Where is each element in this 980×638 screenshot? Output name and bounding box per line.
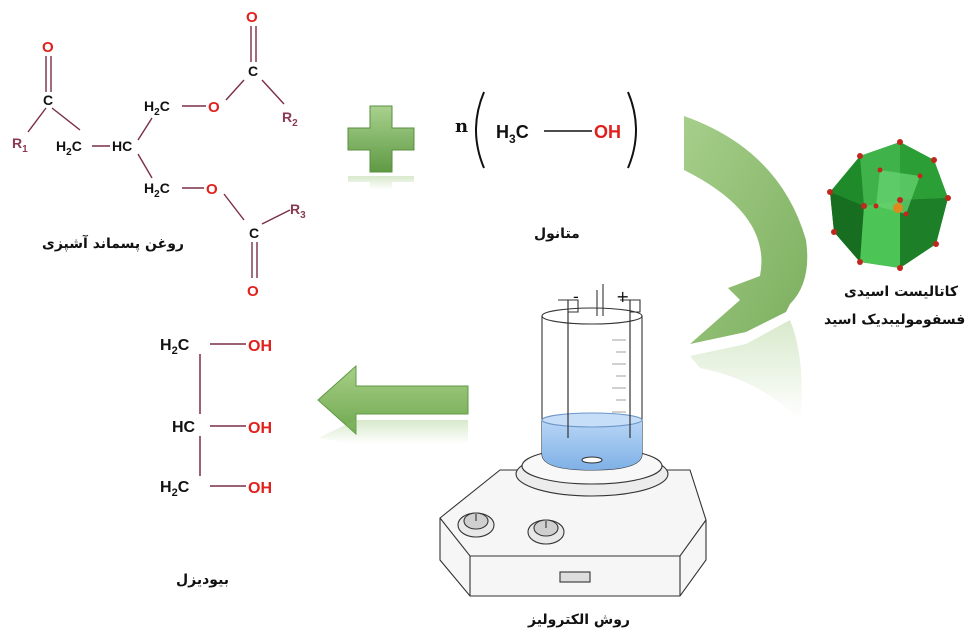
svg-text:OH: OH [248, 480, 272, 497]
hc-center: HC [112, 138, 132, 154]
o-carbonyl-left: O [42, 39, 54, 56]
left-arrow-icon [317, 364, 469, 444]
svg-text:OH: OH [248, 338, 272, 355]
h2c-left: H2C [56, 138, 82, 158]
triglyceride-structure [27, 26, 291, 278]
svg-text:H2C: H2C [160, 337, 190, 357]
c-carbonyl-left: C [43, 92, 53, 108]
biodiesel-label: بیودیزل [176, 572, 230, 588]
svg-text:H2C: H2C [160, 479, 190, 499]
o-carbonyl-bottom: O [247, 283, 259, 300]
methanol-formula: n H3C OH [455, 91, 637, 169]
methanol-label: متانول [534, 226, 580, 242]
electrolysis-label: روش الکترولیز [528, 612, 630, 628]
hotplate-beaker-icon [439, 284, 707, 597]
electrode-negative: - [573, 287, 579, 306]
svg-text:n: n [455, 116, 468, 137]
svg-text:OH: OH [594, 122, 621, 142]
o-ester-top: O [208, 99, 220, 116]
c-ester-bottom: C [249, 225, 259, 241]
svg-text:OH: OH [248, 420, 272, 437]
catalyst-polyhedra-icon [827, 139, 951, 271]
h2c-top: H2C [144, 98, 170, 118]
plus-icon [347, 105, 415, 190]
curved-arrow-icon [684, 116, 808, 420]
r1-label: R1 [12, 135, 28, 155]
h2c-bottom: H2C [144, 180, 170, 200]
c-ester-top: C [248, 63, 258, 79]
catalyst-label-line2: فسفومولیبدیک اسید [824, 312, 966, 328]
r2-label: R2 [282, 109, 298, 129]
svg-text:HC: HC [172, 419, 196, 436]
o-ester-bottom: O [206, 181, 218, 198]
waste-oil-label: روغن پسماند آشپزی [42, 236, 184, 252]
o-carbonyl-top: O [246, 9, 258, 26]
glycerol-structure: H2C OH HC OH H2C OH [160, 337, 272, 499]
catalyst-label-line1: کاتالیست اسیدی [844, 284, 959, 300]
electrode-positive: + [616, 287, 629, 306]
r3-label: R3 [290, 201, 306, 221]
svg-text:H3C: H3C [496, 122, 529, 146]
